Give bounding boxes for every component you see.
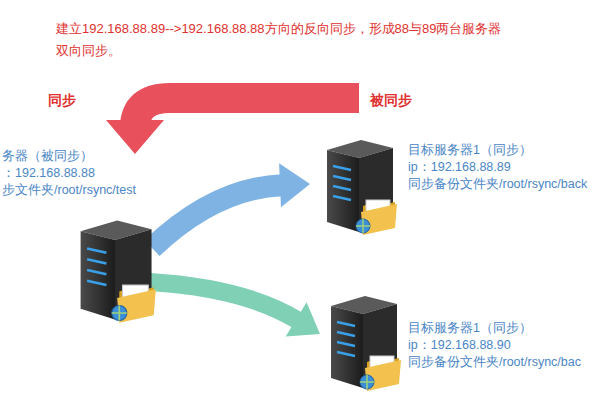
server-light xyxy=(87,281,106,285)
server-light xyxy=(333,176,351,180)
globe-lines xyxy=(112,305,127,320)
server-light xyxy=(333,196,351,200)
sync-arrow xyxy=(106,98,359,154)
server-text: 同步备份文件夹/root/rsync/back xyxy=(408,176,587,193)
server-text: ip：192.168.88.90 xyxy=(408,337,581,354)
server-text: ip：192.168.88.89 xyxy=(408,159,587,176)
server-light xyxy=(87,259,106,263)
server-text: 目标服务器1（同步） xyxy=(408,142,587,159)
server-light xyxy=(337,352,355,356)
server-icon xyxy=(72,204,158,336)
server-front xyxy=(81,231,115,319)
sync-arrow xyxy=(152,163,310,248)
server-light xyxy=(87,270,106,274)
server-info: 目标服务器1（同步）ip：192.168.88.90同步备份文件夹/root/r… xyxy=(408,320,581,371)
arrow-body xyxy=(150,282,298,320)
server-text: 同步备份文件夹/root/rsync/bac xyxy=(408,354,581,371)
globe-icon xyxy=(356,219,370,233)
server-light xyxy=(333,166,351,170)
arrow-body xyxy=(135,98,359,128)
server-text: 目标服务器1（同步） xyxy=(408,320,581,337)
server-light xyxy=(87,249,106,253)
server-info: 务器（被同步）：192.168.88.88步文件夹/root/rsync/tes… xyxy=(2,148,136,199)
flow-label: 被同步 xyxy=(370,92,412,110)
server-icon xyxy=(314,136,404,236)
globe-lines xyxy=(356,219,370,233)
server-text: 步文件夹/root/rsync/test xyxy=(2,182,136,199)
server-light xyxy=(337,332,355,336)
server-light xyxy=(333,186,351,190)
globe-icon xyxy=(112,305,127,320)
note-text: 建立192.168.88.89-->192.168.88.88方向的反向同步，形… xyxy=(56,18,506,62)
server-node: 目标服务器1（同步）ip：192.168.88.89同步备份文件夹/root/r… xyxy=(314,136,600,236)
server-front xyxy=(331,306,363,388)
flow-label: 同步 xyxy=(48,92,76,110)
arrow-body xyxy=(152,185,282,248)
server-light xyxy=(337,322,355,326)
server-info: 目标服务器1（同步）ip：192.168.88.89同步备份文件夹/root/r… xyxy=(408,142,587,193)
arrow-head xyxy=(279,163,310,207)
globe-icon xyxy=(360,375,374,389)
server-front xyxy=(327,150,359,232)
server-light xyxy=(337,342,355,346)
server-node: 务器（被同步）：192.168.88.88步文件夹/root/rsync/tes… xyxy=(0,148,185,340)
server-node: 目标服务器1（同步）ip：192.168.88.90同步备份文件夹/root/r… xyxy=(314,288,600,396)
server-text: ：192.168.88.88 xyxy=(2,165,136,182)
globe-lines xyxy=(360,375,374,389)
server-text: 务器（被同步） xyxy=(2,148,136,165)
server-icon xyxy=(318,292,408,392)
sync-arrow xyxy=(150,282,320,336)
